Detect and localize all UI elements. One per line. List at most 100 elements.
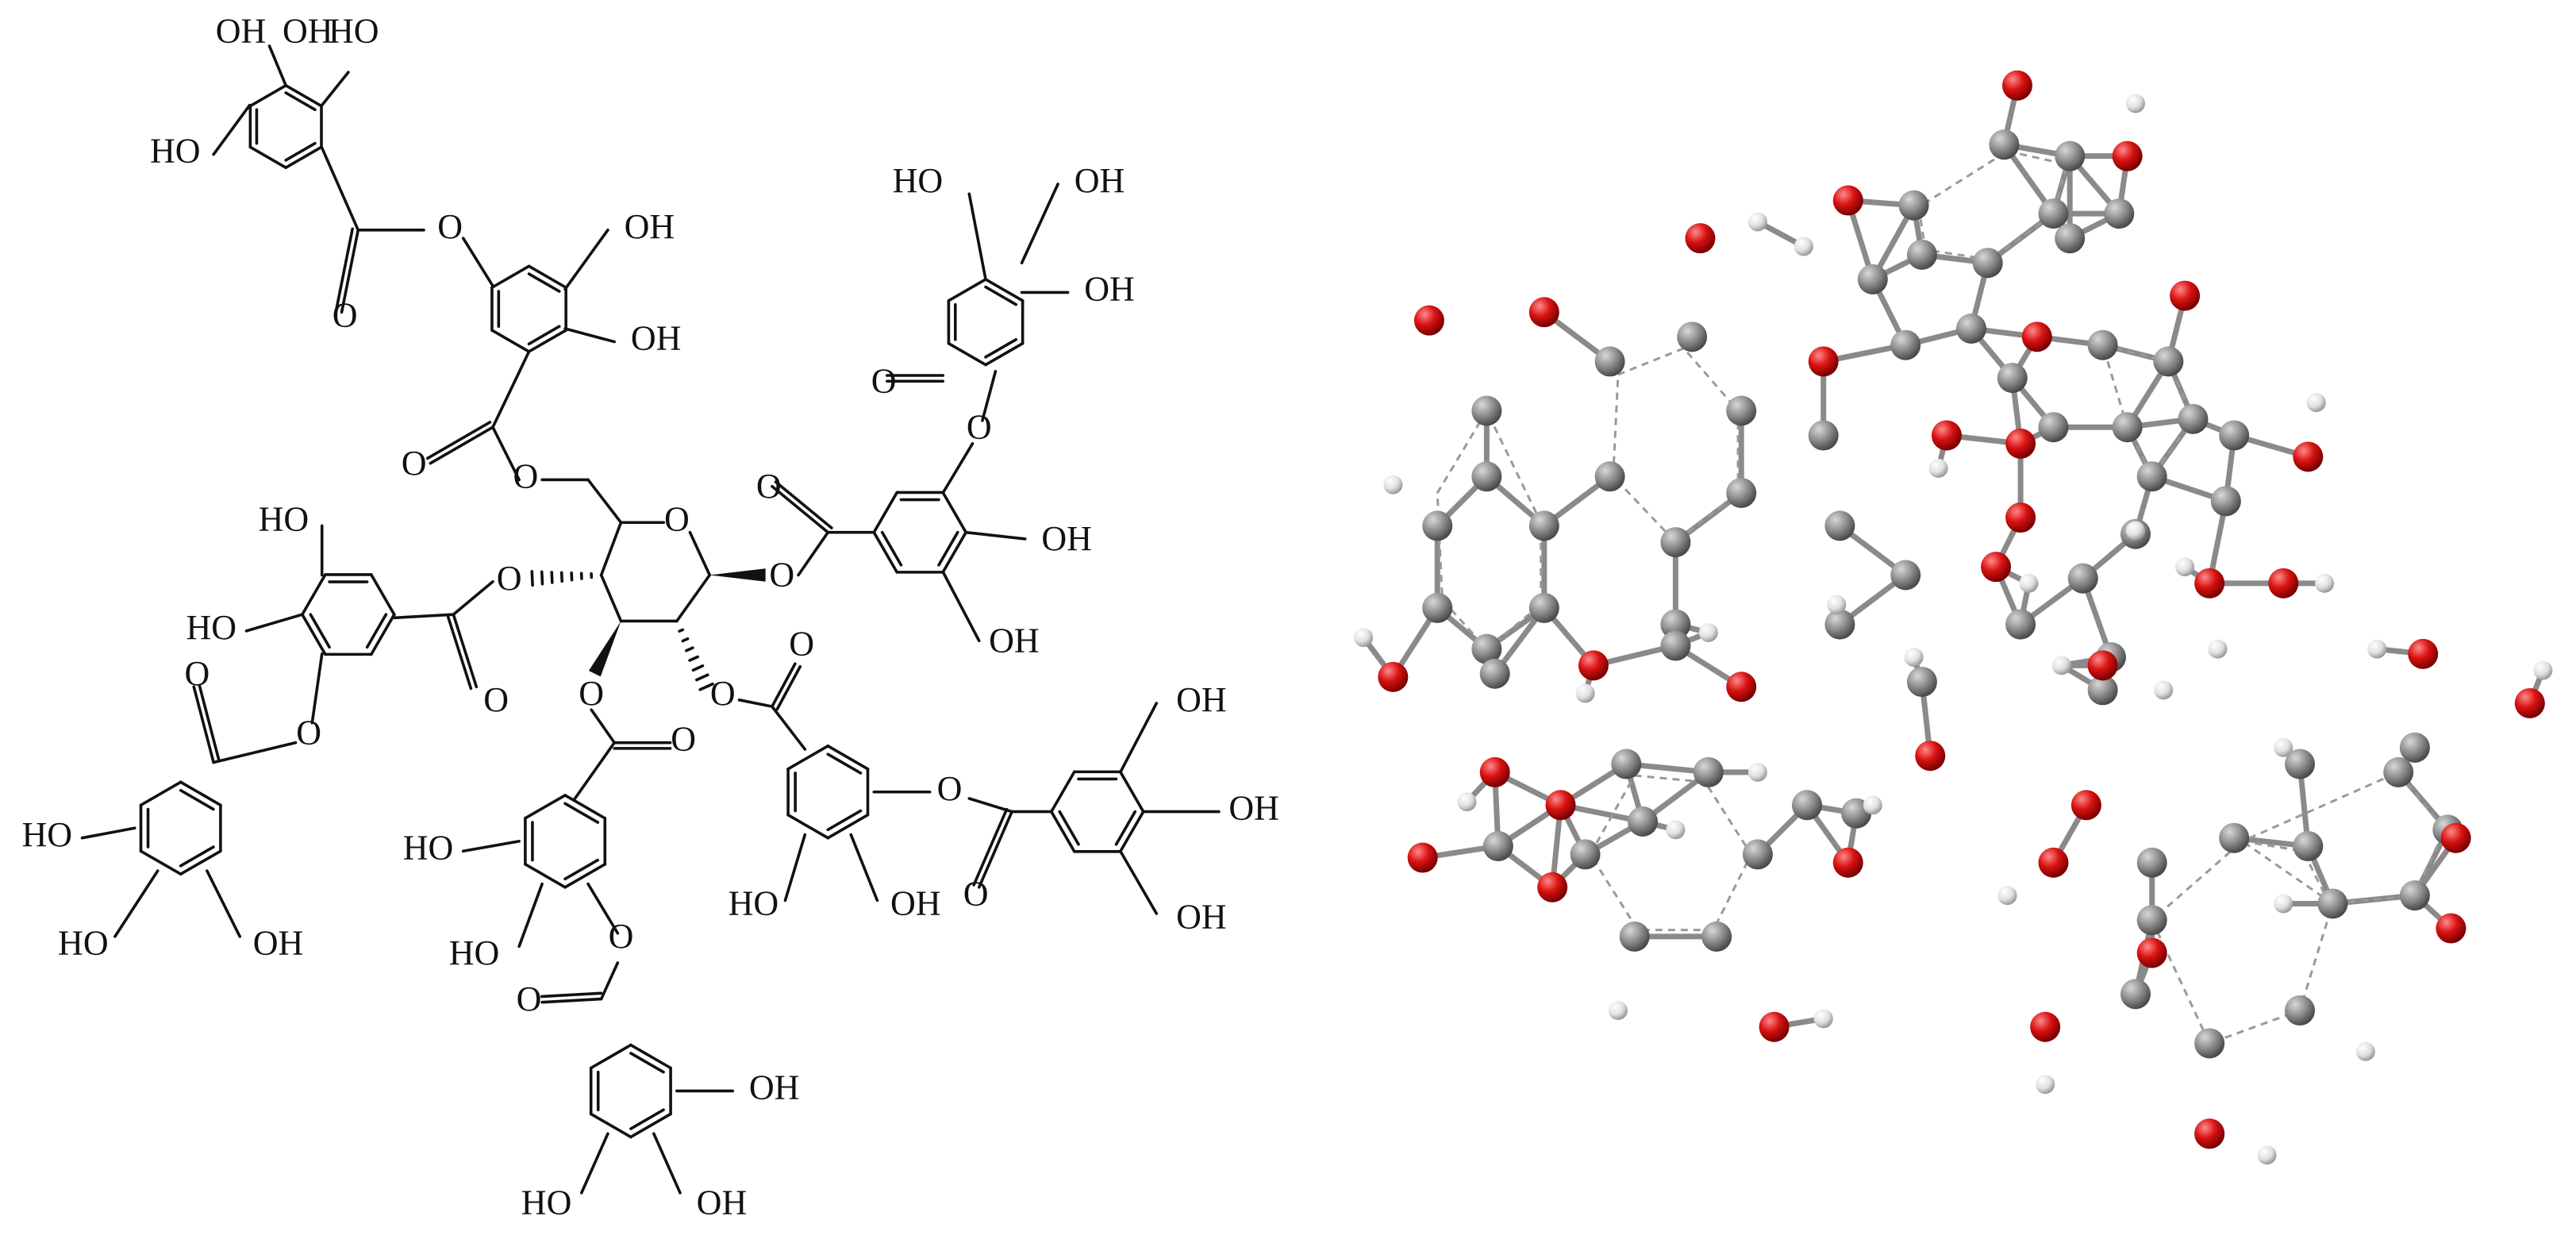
double-bond (771, 484, 830, 534)
hydrogen-atom (2274, 737, 2293, 757)
ring-bond-inner (629, 1108, 665, 1130)
ring-bond-inner (527, 272, 561, 293)
ring-bond (786, 813, 830, 840)
ring-bond-inner (826, 752, 863, 775)
hydrogen-atom (1383, 475, 1403, 495)
hydrogen-atom (1747, 762, 1767, 782)
ring-bond-inner (563, 802, 600, 824)
oxygen-atom (2005, 428, 2036, 459)
atom-label: O (789, 625, 814, 664)
carbon-atom (1693, 756, 1724, 787)
hydrogen-atom (2315, 573, 2335, 593)
atom-label: O (609, 917, 634, 956)
bond (1020, 183, 1059, 265)
oxygen-atom (2021, 321, 2052, 352)
carbon-atom (2210, 486, 2241, 517)
oxygen-atom (1726, 672, 1757, 702)
oxygen-atom (1578, 650, 1609, 681)
hydrogen-atom (2175, 557, 2195, 577)
ring-bond (984, 341, 1025, 367)
carbon-atom (2067, 563, 2098, 594)
carbon-atom (2399, 732, 2430, 763)
carbon-atom (1611, 748, 1642, 779)
bond (590, 708, 616, 745)
carbon-atom (1660, 609, 1691, 640)
carbon-atom (1890, 560, 1921, 591)
hydrogen-atom (2367, 639, 2387, 659)
atom-label: OH (1075, 161, 1125, 200)
aromatic-ring (2150, 839, 2335, 1045)
double-bond (429, 425, 494, 465)
aromatic-ring (1612, 347, 1740, 545)
carbon-atom (2293, 831, 2324, 862)
hydrogen-atom (2036, 1075, 2055, 1095)
carbon-atom (1701, 921, 1732, 952)
ring-bond (1050, 810, 1076, 853)
atom-label: O (769, 556, 794, 595)
carbon-atom (2285, 995, 2315, 1026)
ring-bond (248, 83, 287, 108)
bond (212, 103, 252, 156)
oxygen-atom (2070, 790, 2101, 821)
bond (783, 833, 807, 902)
ring-bond-inner (1114, 810, 1137, 846)
carbon-atom (1594, 461, 1625, 492)
ring-bond (524, 794, 567, 820)
hash-bond (530, 570, 534, 587)
ring-bond (629, 1112, 672, 1139)
carbon-atom (2219, 822, 2250, 853)
oxygen-atom (2440, 822, 2471, 853)
ring-bond (984, 278, 1025, 302)
bond (573, 741, 616, 800)
atom-label: HO (186, 608, 237, 647)
ring-bond (490, 329, 531, 353)
ring-bond (179, 849, 222, 876)
ring-bond-inner (937, 530, 959, 567)
carbon-atom (1997, 363, 2028, 394)
atom-label: O (185, 654, 210, 693)
ring-bond-inner (284, 141, 317, 162)
hydrogen-atom (2355, 1041, 2375, 1061)
bond (517, 882, 544, 949)
atom-label: HO (329, 12, 379, 51)
carbon-atom (1628, 806, 1658, 837)
hydrogen-atom (1997, 886, 2017, 906)
ring-bond (563, 794, 607, 820)
double-bond (977, 810, 1013, 889)
bond (461, 237, 494, 287)
atom-label: O (402, 444, 427, 483)
carbon-atom (2399, 880, 2430, 911)
carbon-atom (1956, 314, 1986, 344)
carbon-atom (1660, 527, 1691, 558)
oxygen-atom (1537, 872, 1568, 902)
hash-bond (678, 628, 685, 633)
oxygen-atom (2005, 502, 2036, 533)
bond (392, 613, 456, 620)
carbon-atom (1422, 592, 1453, 623)
oxygen-atom (2038, 847, 2069, 878)
ring-bond (527, 329, 567, 353)
carbon-atom (2120, 979, 2151, 1010)
hydrogen-atom (2126, 94, 2145, 114)
hydrogen-atom (1928, 458, 1948, 478)
carbon-atom (2178, 403, 2209, 434)
oxygen-atom (1685, 223, 1716, 254)
carbon-atom (2136, 461, 2167, 492)
atom-label: HO (259, 499, 310, 538)
hydrogen-atom (1904, 648, 1924, 667)
double-bond (192, 685, 215, 764)
atom-label: OH (1176, 680, 1227, 719)
wedge-bond (709, 568, 766, 582)
double-bond (340, 228, 360, 314)
bond (491, 425, 521, 482)
atom-label: O (513, 457, 539, 496)
bond (491, 350, 531, 429)
carbon-atom (2136, 847, 2167, 878)
atom-label: OH (1176, 897, 1227, 936)
bond (849, 833, 879, 902)
bond (771, 705, 807, 751)
bond (1118, 849, 1159, 915)
bond (981, 370, 998, 422)
atom-label: OH (283, 12, 333, 51)
double-bond (775, 664, 802, 711)
